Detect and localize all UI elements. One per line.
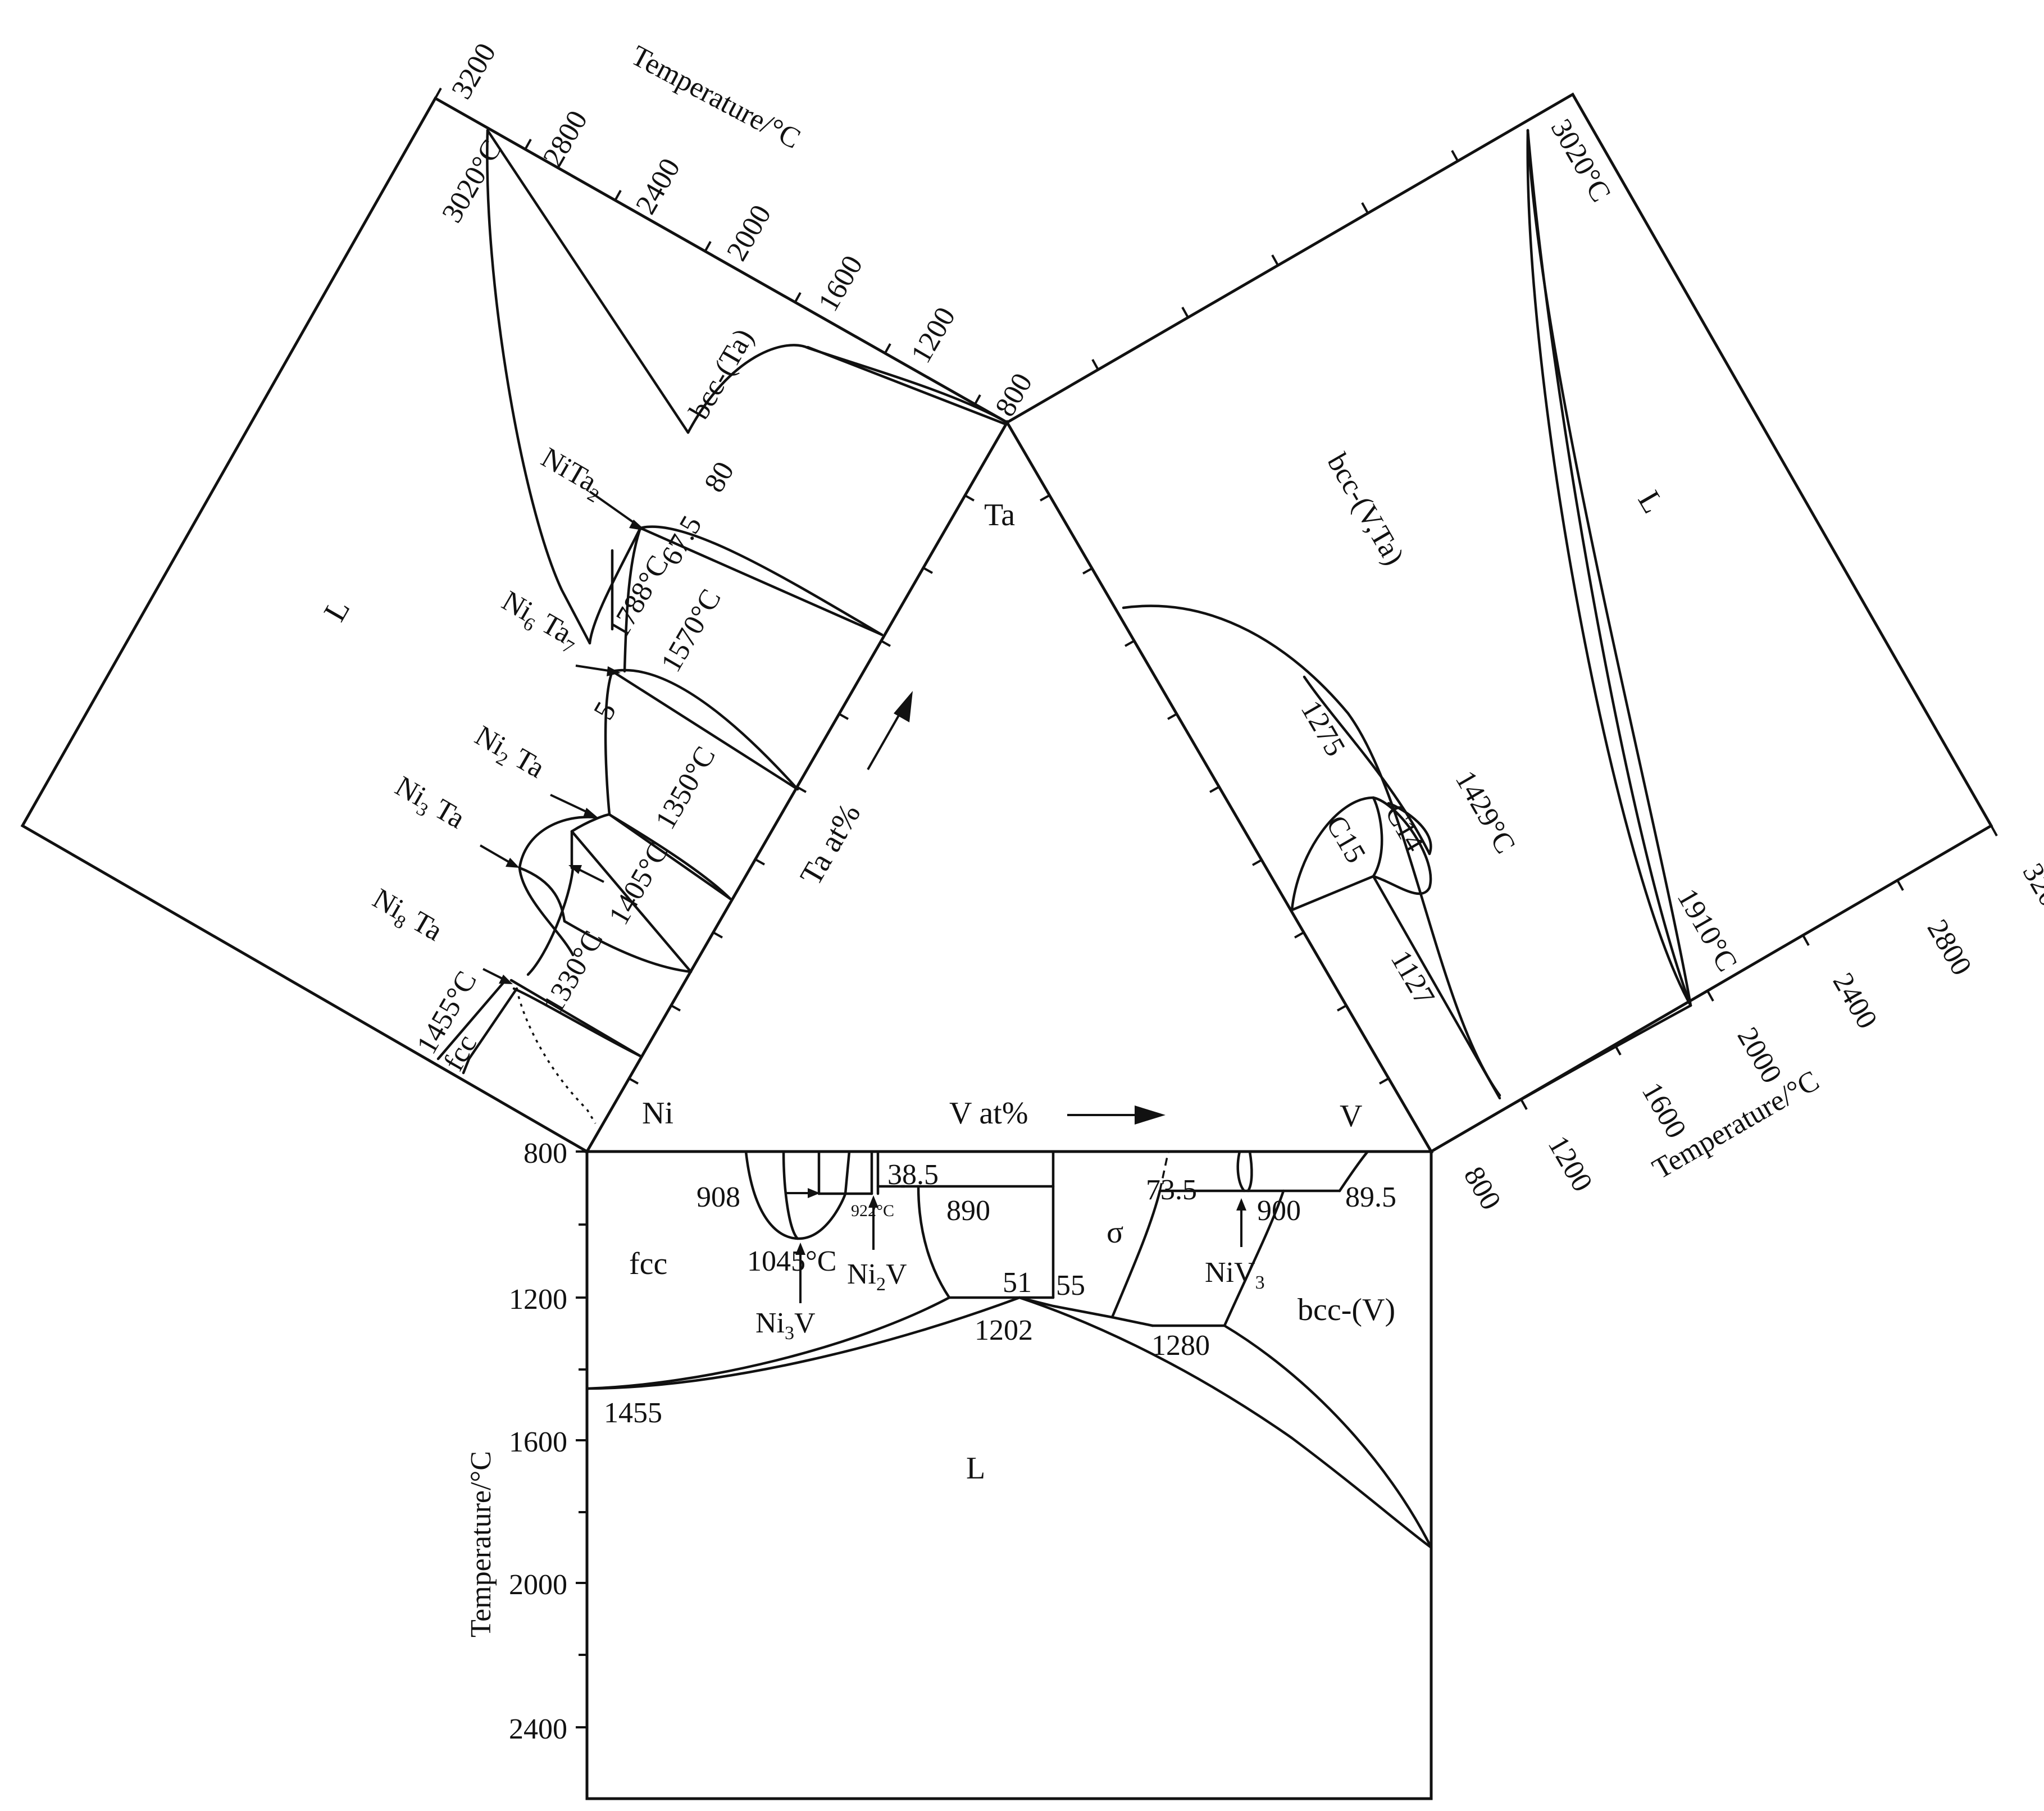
svg-text:800: 800 [523, 1137, 567, 1170]
v-direction-arrow [1067, 1105, 1166, 1125]
composition-triangle: Ni V Ta V at% Ta at% [584, 420, 1434, 1153]
svg-text:1350°C: 1350°C [649, 741, 722, 835]
svg-text:1600: 1600 [509, 1426, 567, 1458]
ni-ta-panel: 3200 2800 2400 2000 1600 1200 800 Temper… [20, 38, 1039, 1153]
triangle-ticks [629, 494, 1389, 1085]
svg-text:38.5: 38.5 [887, 1159, 939, 1191]
ni3ta-label: Ni3 Ta [388, 770, 470, 839]
svg-text:51: 51 [1003, 1267, 1032, 1299]
svg-text:2800: 2800 [1921, 914, 1978, 981]
ni2v-label: Ni2V [847, 1258, 907, 1295]
svg-text:2000: 2000 [721, 199, 777, 266]
svg-text:55: 55 [1056, 1269, 1085, 1302]
ni-ta-temperature-ticks [434, 88, 981, 406]
ni-ta-phase-boundaries [436, 129, 1009, 1124]
svg-text:1200: 1200 [509, 1284, 567, 1316]
v-ta-tick-labels: 3200 2800 2400 2000 1600 1200 800 [1458, 858, 2044, 1216]
svg-text:C15: C15 [1320, 811, 1372, 869]
ni6ta7-label: Ni6 Ta7 [494, 585, 585, 658]
ni-v-labels: fcc L bcc-(V) σ 908 1045°C 922°C 38.5 89… [604, 1159, 1396, 1486]
svg-text:2400: 2400 [509, 1713, 567, 1745]
ni-corner-label: Ni [642, 1096, 673, 1131]
svg-text:L: L [966, 1451, 985, 1486]
svg-text:3020°C: 3020°C [436, 134, 508, 228]
svg-text:1330°C: 1330°C [537, 925, 609, 1019]
ni3v-label: Ni3V [755, 1307, 816, 1344]
svg-text:bcc-(Ta): bcc-(Ta) [683, 324, 760, 425]
v-corner-label: V [1340, 1099, 1362, 1134]
svg-text:2000: 2000 [1731, 1022, 1788, 1089]
svg-text:1405°C: 1405°C [603, 836, 675, 930]
ni-v-arrows [786, 1188, 1246, 1303]
ni-ta-axis-title: Temperature/°C [626, 39, 805, 155]
ta-direction-arrow [867, 691, 913, 770]
svg-text:1429°C: 1429°C [1449, 766, 1522, 859]
ni8ta-label: Ni8 Ta [365, 882, 448, 951]
ni-v-frame [585, 1150, 1433, 1800]
svg-text:908: 908 [696, 1181, 740, 1213]
ni-v-panel: 800 1200 1600 2000 2400 Temperature/°C [465, 1137, 1433, 1800]
svg-text:2400: 2400 [1827, 968, 1883, 1035]
svg-text:1788°C: 1788°C [603, 550, 675, 644]
ta-at-percent-label: Ta at% [794, 798, 868, 891]
niv3-label: NiV3 [1205, 1257, 1265, 1293]
svg-text:890: 890 [946, 1195, 990, 1227]
ni2ta-label: Ni2 Ta [467, 720, 550, 788]
svg-text:1455: 1455 [604, 1397, 662, 1429]
ni-v-tick-labels: 800 1200 1600 2000 2400 [509, 1137, 567, 1745]
v-ta-panel: 3200 2800 2400 2000 1600 1200 800 Temper… [1006, 92, 2044, 1216]
svg-text:922°C: 922°C [851, 1202, 894, 1220]
svg-text:800: 800 [989, 368, 1039, 422]
svg-text:3200: 3200 [2016, 858, 2044, 925]
svg-text:L: L [317, 593, 357, 627]
svg-text:1045°C: 1045°C [747, 1245, 836, 1277]
svg-text:80: 80 [698, 456, 740, 498]
svg-text:1202: 1202 [975, 1314, 1033, 1346]
svg-text:1280: 1280 [1151, 1330, 1210, 1362]
svg-text:bcc-(V): bcc-(V) [1298, 1293, 1395, 1327]
v-ta-labels: L bcc-(V,Ta) 3020°C 1910°C 1429°C 1275 1… [1295, 114, 1743, 1011]
ni-v-phase-boundaries [585, 1150, 1433, 1549]
v-ta-temperature-ticks [1091, 150, 1998, 1110]
svg-text:800: 800 [1458, 1162, 1507, 1216]
svg-text:bcc-(V,Ta): bcc-(V,Ta) [1321, 448, 1410, 571]
v-ta-frame [1006, 92, 1993, 1153]
ni-v-temperature-ticks [576, 1150, 587, 1728]
svg-text:1600: 1600 [812, 250, 869, 317]
svg-text:2400: 2400 [630, 153, 686, 220]
svg-text:1600: 1600 [1636, 1077, 1692, 1144]
svg-text:fcc: fcc [629, 1246, 667, 1281]
svg-text:2000: 2000 [509, 1569, 567, 1601]
svg-text:3020°C: 3020°C [1545, 114, 1617, 208]
svg-text:1570°C: 1570°C [655, 584, 727, 677]
svg-text:1200: 1200 [1542, 1131, 1599, 1198]
ni-ta-labels: L bcc-(Ta) fcc 3020°C 1788°C 1570°C 1350… [317, 134, 760, 1076]
svg-text:3200: 3200 [445, 38, 502, 104]
svg-text:1200: 1200 [905, 302, 962, 368]
svg-text:σ: σ [1107, 1215, 1123, 1250]
ni-ta-arrows [479, 490, 646, 984]
svg-text:900: 900 [1257, 1195, 1301, 1227]
v-ta-phase-boundaries [1122, 129, 1692, 1153]
ta-corner-label: Ta [984, 498, 1015, 533]
ni-ta-frame [20, 96, 1008, 1153]
v-at-percent-label: V at% [949, 1096, 1028, 1131]
ni-v-axis-title: Temperature/°C [465, 1451, 497, 1637]
svg-text:73.5: 73.5 [1146, 1174, 1197, 1206]
svg-text:L: L [1631, 485, 1671, 520]
svg-text:89.5: 89.5 [1345, 1181, 1396, 1213]
